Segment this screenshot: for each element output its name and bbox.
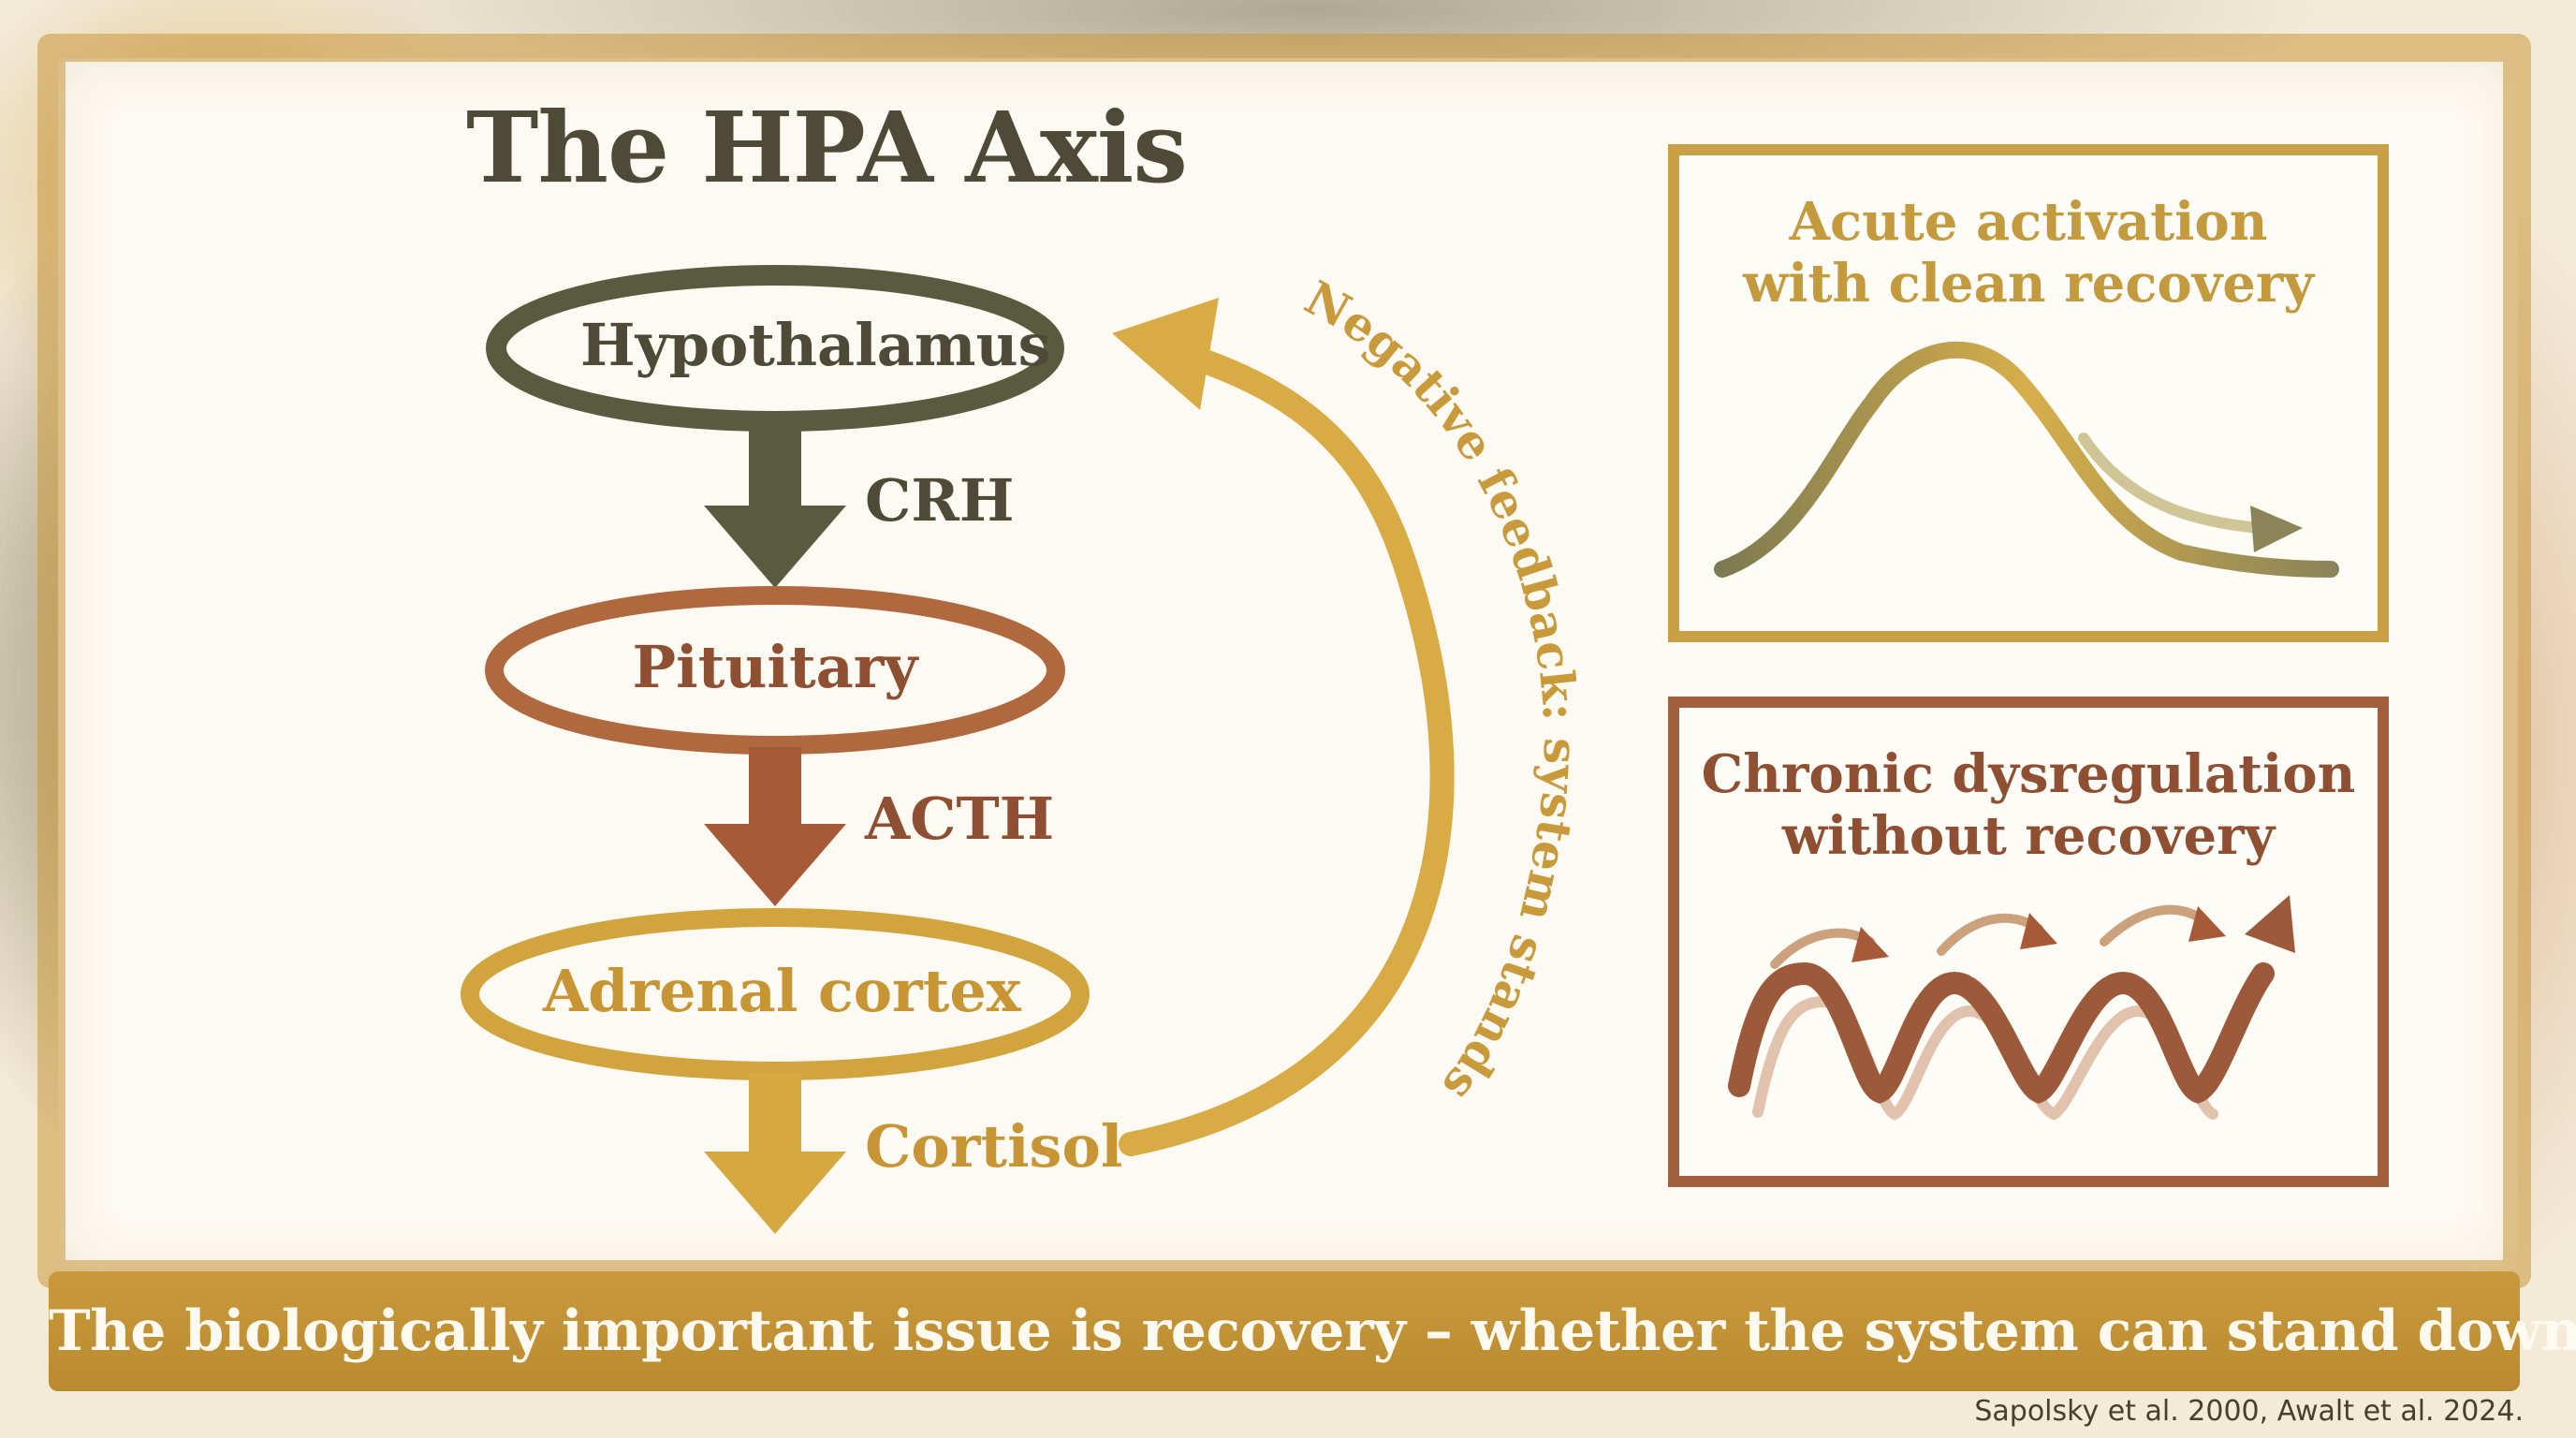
chronic-panel: Chronic dysregulation without recovery (1668, 697, 2389, 1187)
acth-arrow (704, 747, 846, 906)
bottom-banner: The biologically important issue is reco… (49, 1271, 2576, 1391)
hypothalamus-label: Hypothalamus (580, 311, 1051, 379)
feedback-arrowhead (1112, 298, 1219, 410)
chronic-panel-title: Chronic dysregulation without recovery (1679, 743, 2378, 867)
feedback-arc (1119, 344, 1455, 1156)
acute-title-line-1: Acute activation (1789, 191, 2268, 253)
acth-label: ACTH (865, 785, 1055, 853)
acute-panel: Acute activation with clean recovery (1668, 144, 2389, 642)
chronic-title-line-2: without recovery (1781, 805, 2276, 868)
citation: Sapolsky et al. 2000, Awalt et al. 2024. (1974, 1395, 2524, 1428)
adrenal-label: Adrenal cortex (543, 957, 1021, 1025)
banner-text: The biologically important issue is reco… (49, 1299, 2576, 1364)
chronic-title-line-1: Chronic dysregulation (1701, 743, 2356, 805)
acute-title-line-2: with clean recovery (1743, 253, 2314, 315)
pituitary-ellipse (485, 586, 1065, 755)
crh-arrow (704, 423, 846, 588)
crh-label: CRH (865, 466, 1015, 535)
cortisol-label: Cortisol (865, 1112, 1123, 1181)
acute-panel-title: Acute activation with clean recovery (1679, 191, 2378, 315)
page-title: The HPA Axis (466, 90, 1188, 205)
cortisol-arrow (704, 1073, 846, 1234)
adrenal-ellipse (461, 908, 1090, 1080)
pituitary-label: Pituitary (632, 633, 918, 701)
hypothalamus-ellipse (486, 265, 1064, 432)
